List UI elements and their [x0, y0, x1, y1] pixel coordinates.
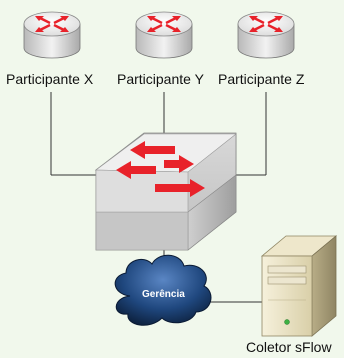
router-y-icon [135, 11, 193, 59]
router-z-label: Participante Z [218, 71, 305, 87]
router-x-icon [23, 11, 81, 59]
router-y-label: Participante Y [117, 71, 204, 87]
router-x-label: Participante X [6, 71, 94, 87]
switch-icon [94, 132, 237, 251]
collector-label: Coletor sFlow [246, 339, 332, 355]
server-icon [260, 235, 338, 337]
cloud-icon [114, 254, 212, 326]
switch-arrows [116, 141, 205, 197]
cloud-label: Gerência [142, 289, 185, 300]
router-z-icon [237, 11, 295, 59]
